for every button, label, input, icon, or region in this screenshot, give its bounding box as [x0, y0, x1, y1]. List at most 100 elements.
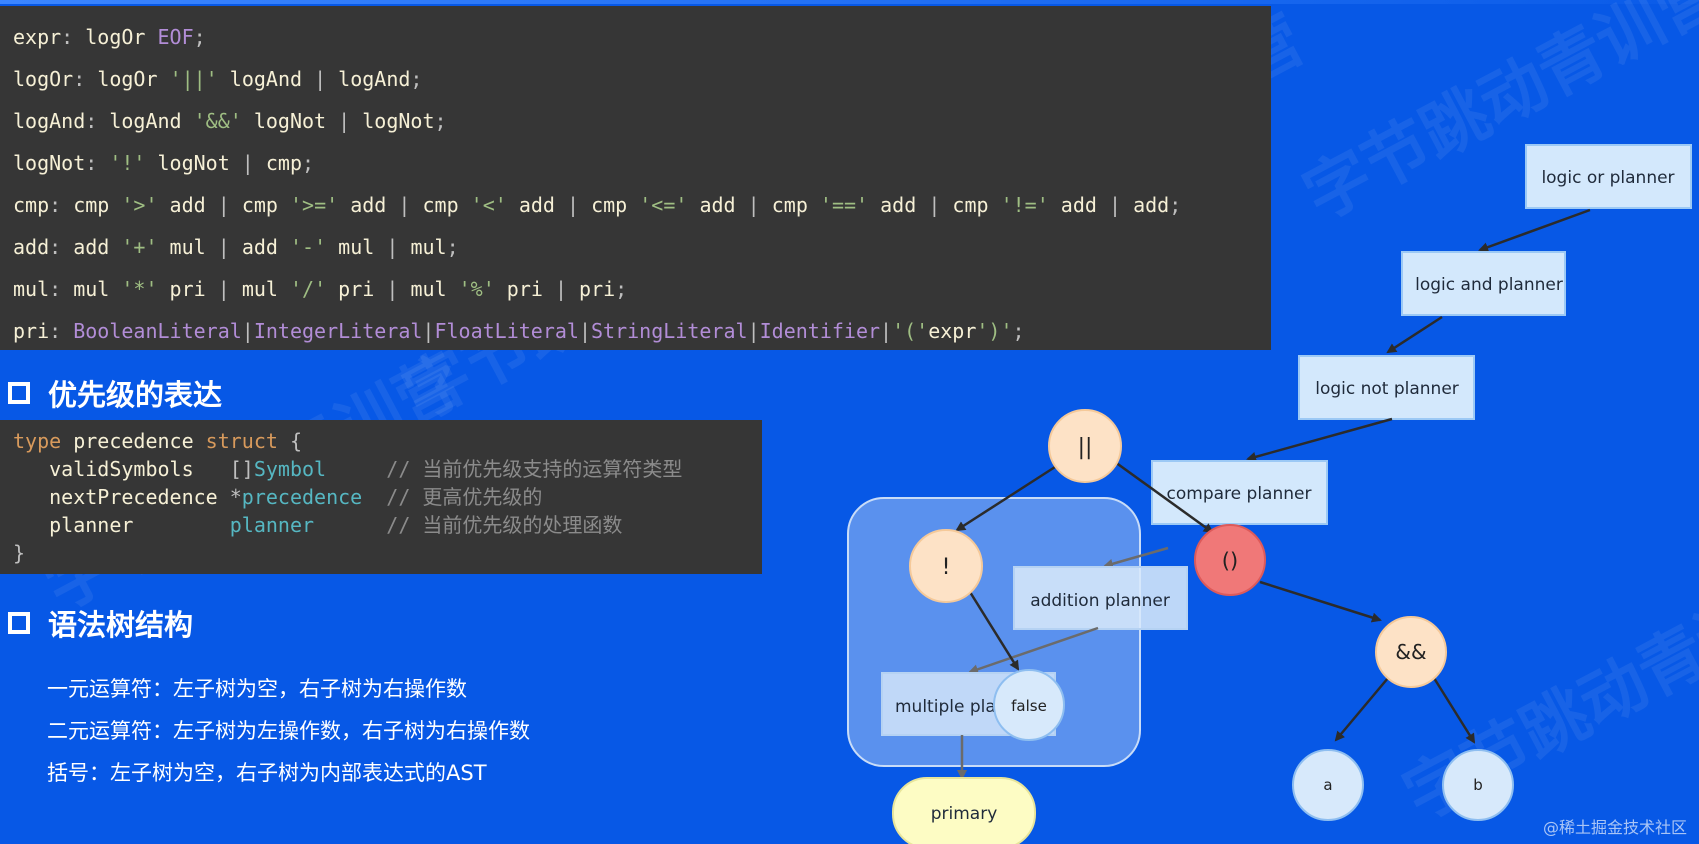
and-operator-node — [1375, 616, 1447, 688]
description-line-unary: 一元运算符：左子树为空，右子树为右操作数 — [47, 677, 467, 701]
arrow-not-to-compare — [1246, 417, 1393, 462]
struct-code-line: planner planner // 当前优先级的处理函数 — [13, 511, 762, 539]
code-token: { — [277, 429, 303, 453]
code-token: mul — [13, 277, 50, 301]
juejin-watermark: @稀土掘金技术社区 — [1542, 818, 1687, 837]
code-token: type — [13, 429, 62, 453]
edge-not-to-false — [968, 591, 1020, 671]
code-token: | — [241, 319, 254, 343]
code-token: BooleanLiteral — [73, 319, 242, 343]
grammar-code-block: expr: logOr EOF;logOr: logOr '||' logAnd… — [0, 6, 1271, 350]
bullet-square-icon — [8, 612, 30, 634]
code-token: | — [554, 277, 580, 301]
code-token: mul — [410, 235, 447, 259]
paren-operator-label: () — [1222, 549, 1238, 573]
code-token: | — [422, 319, 435, 343]
logic-or-planner-label: logic or planner — [1541, 168, 1674, 188]
arrow-addition-to-multiple — [968, 626, 1099, 675]
code-token: cmp — [591, 193, 640, 217]
logic-not-planner-box — [1298, 355, 1475, 420]
code-token: ')' — [976, 319, 1013, 343]
code-token: | — [386, 235, 411, 259]
code-token: logNot — [13, 151, 86, 175]
a-leaf-node — [1292, 749, 1364, 821]
code-token: | — [217, 277, 242, 301]
code-token: logNot — [241, 109, 339, 133]
code-token: add — [868, 193, 929, 217]
code-token: '!=' — [1000, 193, 1049, 217]
code-token: } — [13, 541, 26, 565]
arrow-or-to-and — [1478, 208, 1591, 252]
code-token: IntegerLiteral — [253, 319, 423, 343]
edge-and-to-a — [1334, 677, 1389, 742]
code-token: | — [314, 67, 339, 91]
code-token: : — [85, 109, 110, 133]
code-token: logAnd — [109, 109, 194, 133]
code-token: logAnd — [13, 109, 86, 133]
code-token: logAnd — [338, 67, 411, 91]
code-token: logOr — [85, 25, 158, 49]
edge-and-to-b — [1432, 677, 1476, 744]
code-token: '(' — [892, 319, 929, 343]
code-token: '||' — [169, 67, 218, 91]
grammar-line: mul: mul '*' pri | mul '/' pri | mul '%'… — [13, 268, 1271, 310]
code-token: add — [1048, 193, 1109, 217]
code-token: cmp — [13, 193, 50, 217]
code-token: ; — [193, 25, 206, 49]
top-accent-strip — [0, 0, 1699, 4]
grammar-line: logOr: logOr '||' logAnd | logAnd; — [13, 58, 1271, 100]
code-token: | — [578, 319, 592, 343]
section-heading-text: 优先级的表达 — [48, 378, 223, 412]
code-token: mul — [326, 235, 387, 259]
code-token: logNot — [145, 151, 242, 175]
grammar-line: pri: BooleanLiteral|IntegerLiteral|Float… — [13, 310, 1271, 352]
addition-planner-box — [1013, 566, 1188, 630]
primary-node — [892, 777, 1036, 844]
code-token: mul — [410, 277, 459, 301]
code-token: struct — [205, 429, 278, 453]
code-token: precedence — [241, 485, 363, 509]
edge-paren-to-and — [1259, 580, 1382, 623]
code-token: validSymbols — [13, 457, 230, 481]
struct-code-line: } — [13, 539, 762, 567]
logic-and-planner-label: logic and planner — [1415, 275, 1563, 295]
code-token: cmp — [771, 193, 820, 217]
code-token: : — [85, 151, 110, 175]
code-token: pri — [157, 277, 218, 301]
false-leaf-node — [993, 669, 1065, 741]
code-token: ; — [1012, 319, 1025, 343]
code-token: '+' — [121, 235, 158, 259]
code-token: | — [880, 319, 893, 343]
or-operator-node — [1048, 409, 1122, 483]
edge-or-to-paren — [1114, 460, 1214, 534]
description-line-paren: 括号：左子树为空，右子树为内部表达式的AST — [47, 761, 487, 785]
code-token: * — [229, 485, 242, 509]
code-token: StringLiteral — [591, 319, 748, 343]
code-token: EOF — [157, 25, 194, 49]
edge-or-to-not — [955, 465, 1056, 532]
code-token: precedence — [61, 429, 206, 453]
code-token: : — [49, 319, 74, 343]
code-token: | — [567, 193, 592, 217]
code-token: pri — [13, 319, 50, 343]
code-token: '<=' — [639, 193, 688, 217]
code-token: '<' — [470, 193, 507, 217]
logic-or-planner-box — [1525, 144, 1692, 209]
code-token: cmp — [952, 193, 1001, 217]
code-token: | — [1108, 193, 1134, 217]
code-token: '%' — [458, 277, 495, 301]
code-token: '-' — [290, 235, 327, 259]
code-token: // 当前优先级的处理函数 — [314, 513, 623, 537]
b-leaf-label: b — [1473, 776, 1483, 794]
code-token: '&&' — [193, 109, 242, 133]
code-token: '/' — [290, 277, 327, 301]
code-token: cmp — [73, 193, 122, 217]
code-token: mul — [73, 277, 122, 301]
code-token: add — [687, 193, 748, 217]
code-token: | — [398, 193, 423, 217]
grammar-line: add: add '+' mul | add '-' mul | mul; — [13, 226, 1271, 268]
code-token: add — [157, 193, 218, 217]
code-token: add — [73, 235, 122, 259]
section-heading-precedence: 优先级的表达 — [8, 373, 222, 413]
